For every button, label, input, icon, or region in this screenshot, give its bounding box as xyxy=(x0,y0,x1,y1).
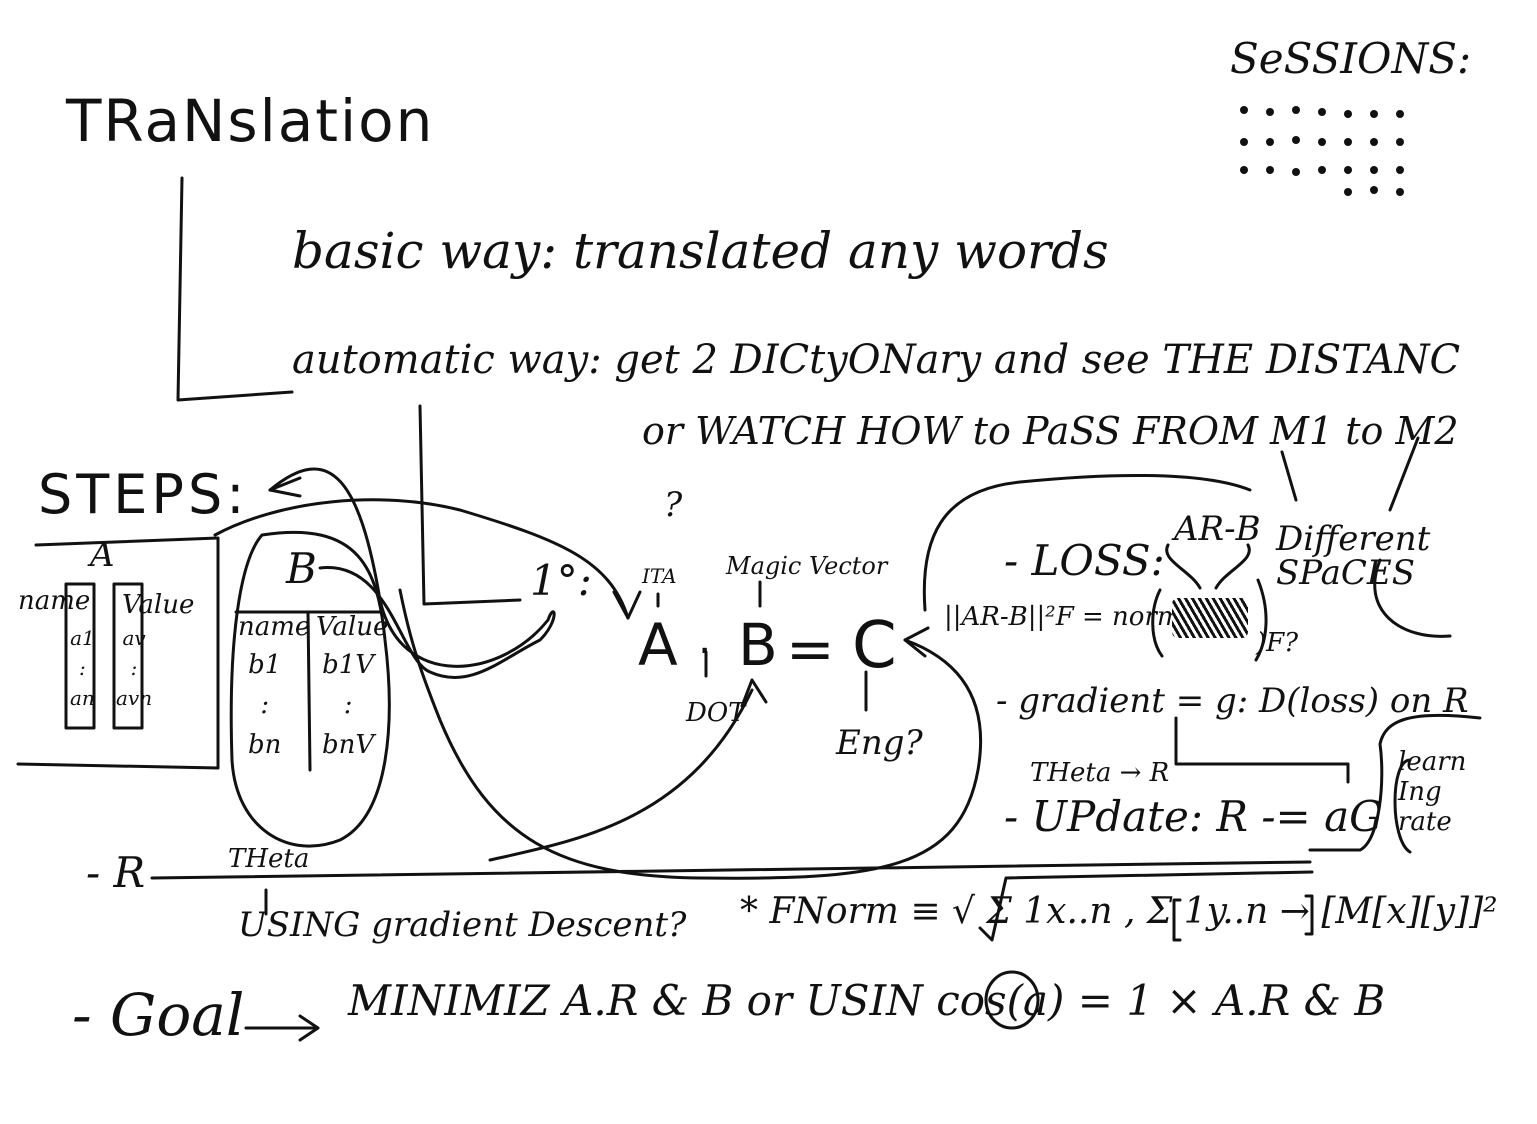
table-a-value-n: avn xyxy=(116,686,153,710)
norm-paren-right xyxy=(1254,578,1268,662)
goal-label: - Goal xyxy=(72,981,245,1049)
equation-dot: . xyxy=(698,614,712,663)
step-one-label: 1°: xyxy=(530,556,592,605)
table-a-col-name: name xyxy=(18,586,91,616)
gradient-label: - gradient = g: D(loss) on R xyxy=(996,681,1469,721)
arrow-to-a xyxy=(213,498,630,620)
sqrt-symbol xyxy=(978,870,1314,942)
table-b-name-1: b1 xyxy=(248,650,282,680)
table-a-name-ellipsis: : xyxy=(79,656,86,680)
table-b-value-ellipsis: : xyxy=(343,690,353,720)
table-b-name-n: bn xyxy=(248,730,282,760)
loop-from-c xyxy=(398,588,983,880)
using-gradient-descent: USING gradient Descent? xyxy=(238,905,687,945)
sessions-label: SeSSIONS: xyxy=(1230,34,1472,83)
table-b-col-name: name xyxy=(238,612,311,642)
ita-label: ITA xyxy=(642,564,677,588)
table-b-value-n: bnV xyxy=(322,730,375,760)
loss-label: - LOSS: xyxy=(1004,536,1165,585)
learning-rate-label: learn Ing rate xyxy=(1398,747,1467,837)
arrowhead-b xyxy=(740,678,768,708)
arrow-to-b xyxy=(488,688,754,862)
arrowhead-a xyxy=(612,590,642,620)
norm-formula: ||AR-B||²F = norm( xyxy=(944,602,1192,632)
table-a-name-n: an xyxy=(70,686,95,710)
equation-equals: = xyxy=(786,615,835,683)
cos-a-circle xyxy=(984,970,1040,1030)
equation-c: C xyxy=(852,609,897,683)
table-a-title: A xyxy=(90,535,115,575)
table-b-divider xyxy=(234,610,382,772)
dot-label: DOT xyxy=(686,698,746,728)
m1-pointer xyxy=(1280,450,1298,502)
update-box xyxy=(1308,713,1482,852)
table-b-name-ellipsis: : xyxy=(260,690,270,720)
tree-connector-line xyxy=(176,176,294,402)
automatic-way-line: automatic way: get 2 DICtyONary and see … xyxy=(292,337,1461,383)
question-mark: ? xyxy=(664,485,683,525)
goal-arrow xyxy=(244,1014,320,1042)
fnorm-formula: * FNorm ≡ √ Σ 1x..n , Σ 1y..n → [M[x][y]… xyxy=(740,891,1498,932)
table-a-value-column xyxy=(112,582,144,730)
table-a-name-1: a1 xyxy=(70,626,95,650)
update-label: - UPdate: R -= aG xyxy=(1004,792,1383,841)
theta-label: THeta xyxy=(228,844,310,874)
table-a-col-value: Value xyxy=(122,590,195,620)
eng-label: Eng? xyxy=(836,723,923,763)
table-a-values: av : avn xyxy=(116,628,152,708)
table-b-outline xyxy=(229,530,391,848)
equation-a: A xyxy=(638,611,678,679)
page-title: TRaNslation xyxy=(66,87,435,155)
ar-b-brace xyxy=(1165,543,1251,590)
m2-pointer xyxy=(1388,436,1420,512)
norm-paren-left xyxy=(1151,588,1164,658)
r-label: - R xyxy=(86,848,146,897)
learning-rate-bracket xyxy=(1393,758,1412,854)
table-b-values: b1V : bnV xyxy=(322,652,374,758)
automatic-way-line-2: or WATCH HOW to PaSS FROM M1 to M2 xyxy=(642,409,1459,453)
table-b-names: b1 : bn xyxy=(248,652,281,758)
table-b-value-1: b1V xyxy=(322,650,375,680)
loss-box-outline xyxy=(922,473,1452,638)
basic-way-line: basic way: translated any words xyxy=(292,222,1109,280)
arrowhead-steps xyxy=(268,476,302,498)
theta-r-label: THeta → R xyxy=(1030,758,1170,788)
f-question-label: )F? xyxy=(1256,628,1299,658)
scribbled-out-term xyxy=(1172,598,1248,638)
table-a-value-ellipsis: : xyxy=(130,656,138,680)
curved-arrow-to-steps xyxy=(268,467,556,679)
equation-b: B xyxy=(738,611,778,679)
table-a-names: a1 : an xyxy=(70,628,95,708)
table-a-name-column xyxy=(64,582,96,730)
ar-b-label: AR-B xyxy=(1174,509,1261,549)
table-b-title: B xyxy=(286,544,317,593)
table-a-outline xyxy=(16,536,220,770)
arrowhead-c xyxy=(903,626,930,658)
steps-label: STEPS: xyxy=(38,463,249,526)
r-theta-line xyxy=(150,860,1312,880)
fnorm-bracket xyxy=(1172,894,1314,942)
table-b-col-value: Value xyxy=(316,612,389,642)
magic-vector-label: Magic Vector xyxy=(726,552,888,580)
goal-text: MINIMIZ A.R & B or USIN cos(a) = 1 × A.R… xyxy=(348,976,1386,1025)
gradient-bracket xyxy=(1174,716,1350,784)
automatic-to-step-line xyxy=(418,404,522,606)
session-dots xyxy=(1240,100,1410,200)
table-a-value-1: av xyxy=(122,626,146,650)
different-spaces-label: Different SPaCES xyxy=(1276,519,1431,593)
